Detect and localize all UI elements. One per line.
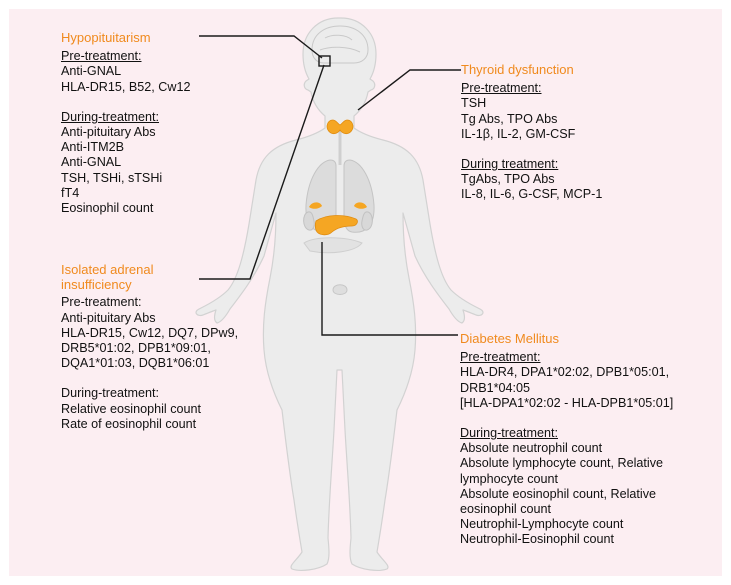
- thyroid-pre-item: IL-1β, IL-2, GM-CSF: [461, 127, 602, 142]
- hypopituitarism-during-item: TSH, TSHi, sTSHi: [61, 171, 191, 186]
- thyroid-during-item: TgAbs, TPO Abs: [461, 172, 602, 187]
- thyroid-during-item: IL-8, IL-6, G-CSF, MCP-1: [461, 187, 602, 202]
- diabetes-during-item: eosinophil count: [460, 502, 673, 517]
- adrenal-during-item: Rate of eosinophil count: [61, 417, 238, 432]
- diabetes-during-item: Neutrophil-Eosinophil count: [460, 532, 673, 547]
- diabetes-during-heading: During-treatment:: [460, 426, 673, 441]
- adrenal-pre-item: Anti-pituitary Abs: [61, 311, 238, 326]
- adrenal-title-line1: Isolated adrenal: [61, 262, 238, 277]
- hypopituitarism-title: Hypopituitarism: [61, 30, 191, 45]
- diabetes-during-item: Absolute neutrophil count: [460, 441, 673, 456]
- adrenal-during-heading: During-treatment:: [61, 386, 238, 401]
- thyroid-pre-heading: Pre-treatment:: [461, 81, 602, 96]
- connector-thyroid: [358, 70, 461, 110]
- adrenal-pre-item: HLA-DR15, Cw12, DQ7, DPw9,: [61, 326, 238, 341]
- diabetes-during-item: Neutrophil-Lymphocyte count: [460, 517, 673, 532]
- thyroid-title: Thyroid dysfunction: [461, 62, 602, 77]
- adrenal-pre-item: DRB5*01:02, DPB1*09:01,: [61, 341, 238, 356]
- adrenal-block: Isolated adrenal insufficiency Pre-treat…: [61, 262, 238, 432]
- hypopituitarism-block: Hypopituitarism Pre-treatment: Anti-GNAL…: [61, 30, 191, 216]
- hypopituitarism-pre-heading: Pre-treatment:: [61, 49, 191, 64]
- diabetes-during-item: Absolute lymphocyte count, Relative: [460, 456, 673, 471]
- thyroid-during-heading: During treatment:: [461, 157, 602, 172]
- kidney-left: [304, 212, 315, 230]
- diabetes-title: Diabetes Mellitus: [460, 331, 673, 346]
- hypopituitarism-during-item: fT4: [61, 186, 191, 201]
- thyroid-pre-item: TSH: [461, 96, 602, 111]
- hypopituitarism-during-item: Eosinophil count: [61, 201, 191, 216]
- kidney-right: [362, 212, 373, 230]
- hypopituitarism-during-item: Anti-ITM2B: [61, 140, 191, 155]
- diabetes-pre-heading: Pre-treatment:: [460, 350, 673, 365]
- hypopituitarism-pre-item: HLA-DR15, B52, Cw12: [61, 80, 191, 95]
- diabetes-pre-item: [HLA-DPA1*02:02 - HLA-DPB1*05:01]: [460, 396, 673, 411]
- adrenal-pre-heading: Pre-treatment:: [61, 295, 238, 310]
- diabetes-during-item: Absolute eosinophil count, Relative: [460, 487, 673, 502]
- bladder: [333, 285, 347, 295]
- hypopituitarism-during-heading: During-treatment:: [61, 110, 191, 125]
- thyroid-pre-item: Tg Abs, TPO Abs: [461, 112, 602, 127]
- adrenal-pre-item: DQA1*01:03, DQB1*06:01: [61, 356, 238, 371]
- hypopituitarism-during-item: Anti-GNAL: [61, 155, 191, 170]
- diabetes-pre-item: DRB1*04:05: [460, 381, 673, 396]
- hypopituitarism-pre-item: Anti-GNAL: [61, 64, 191, 79]
- thyroid-block: Thyroid dysfunction Pre-treatment: TSH T…: [461, 62, 602, 203]
- diabetes-pre-item: HLA-DR4, DPA1*02:02, DPB1*05:01,: [460, 365, 673, 380]
- diabetes-during-item: lymphocyte count: [460, 472, 673, 487]
- adrenal-title-line2: insufficiency: [61, 277, 238, 292]
- hypopituitarism-during-item: Anti-pituitary Abs: [61, 125, 191, 140]
- adrenal-during-item: Relative eosinophil count: [61, 402, 238, 417]
- diabetes-block: Diabetes Mellitus Pre-treatment: HLA-DR4…: [460, 331, 673, 548]
